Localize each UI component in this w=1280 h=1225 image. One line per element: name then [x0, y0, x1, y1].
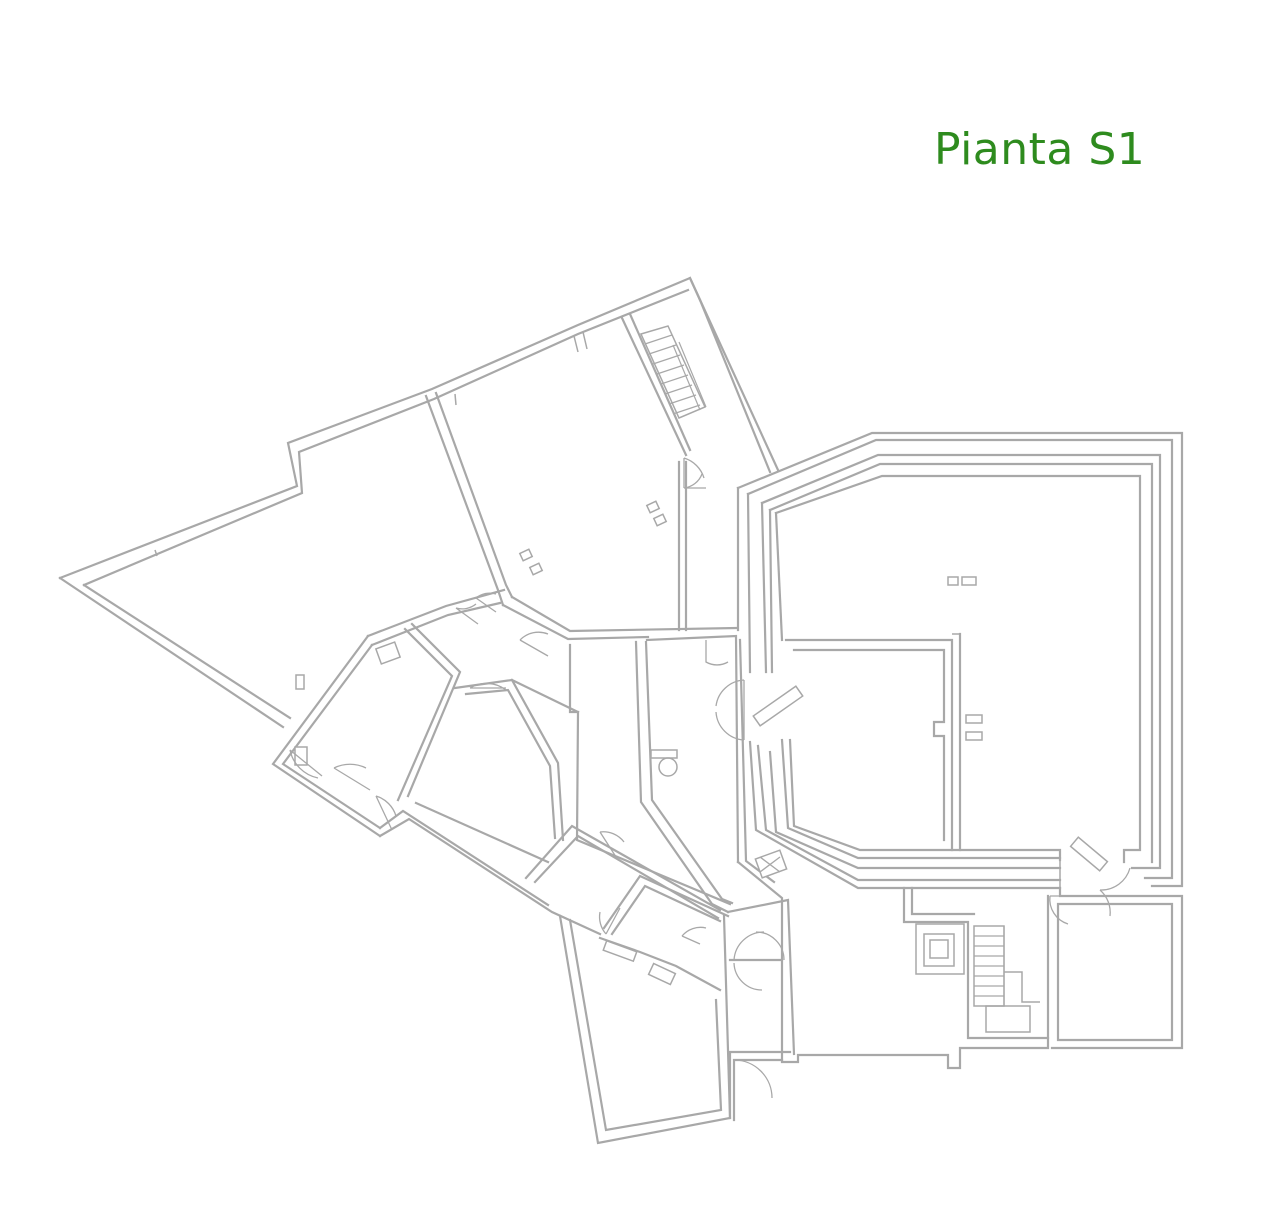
- door-swing-icon: [705, 640, 729, 666]
- door-swing-icon: [598, 907, 621, 935]
- stairs-icon: [639, 325, 707, 419]
- column-icon: [965, 714, 983, 724]
- southeast-services: [902, 886, 1184, 1050]
- column-icon: [752, 685, 804, 727]
- column-icon: [961, 576, 977, 586]
- page-title: Pianta S1: [934, 124, 1146, 175]
- door-swing-icon: [755, 931, 785, 961]
- column-icon: [528, 562, 544, 576]
- column-icon: [602, 939, 638, 963]
- door-swing-icon: [733, 962, 763, 991]
- door-swing-icon: [681, 926, 707, 945]
- door-swing-icon: [1099, 889, 1111, 917]
- door-swing-icon: [455, 603, 479, 625]
- column-icon: [374, 641, 402, 665]
- door-swing-icon: [289, 749, 323, 779]
- door-swing-icon: [715, 679, 745, 740]
- column-icon: [658, 757, 678, 777]
- column-icon: [518, 548, 534, 562]
- door-swing-icon: [469, 682, 507, 691]
- door-swing-icon: [715, 711, 745, 741]
- door-swing-icon: [1049, 895, 1074, 925]
- column-icon: [652, 513, 668, 527]
- column-icon: [1069, 836, 1109, 872]
- nw-room: [424, 331, 668, 607]
- column-icon: [947, 576, 959, 586]
- door-swing-icon: [333, 763, 371, 791]
- door-swing-icon: [683, 457, 705, 488]
- column-icon: [645, 500, 661, 514]
- column-icon: [965, 731, 983, 741]
- north-stair-core: [620, 276, 780, 489]
- column-icon: [647, 962, 677, 986]
- elevator-icon: [915, 923, 965, 975]
- door-swing-icon: [759, 856, 781, 873]
- door-swing-icon: [375, 795, 397, 831]
- door-swing-icon: [519, 631, 549, 657]
- middle-rooms: [271, 588, 730, 945]
- column-icon: [650, 749, 678, 759]
- door-swing-icon: [599, 831, 625, 861]
- door-swing-icon: [1099, 867, 1131, 891]
- door-swing-icon: [733, 931, 765, 961]
- door-swing-icon: [733, 1059, 773, 1099]
- east-hall: [715, 431, 1184, 917]
- door-swing-icon: [475, 592, 497, 613]
- column-icon: [295, 674, 305, 690]
- central-corridor: [501, 460, 776, 914]
- stairs-icon: [973, 925, 1040, 1007]
- column-icon: [294, 746, 308, 766]
- south-room: [558, 914, 732, 1145]
- south-corridor: [726, 849, 1050, 1122]
